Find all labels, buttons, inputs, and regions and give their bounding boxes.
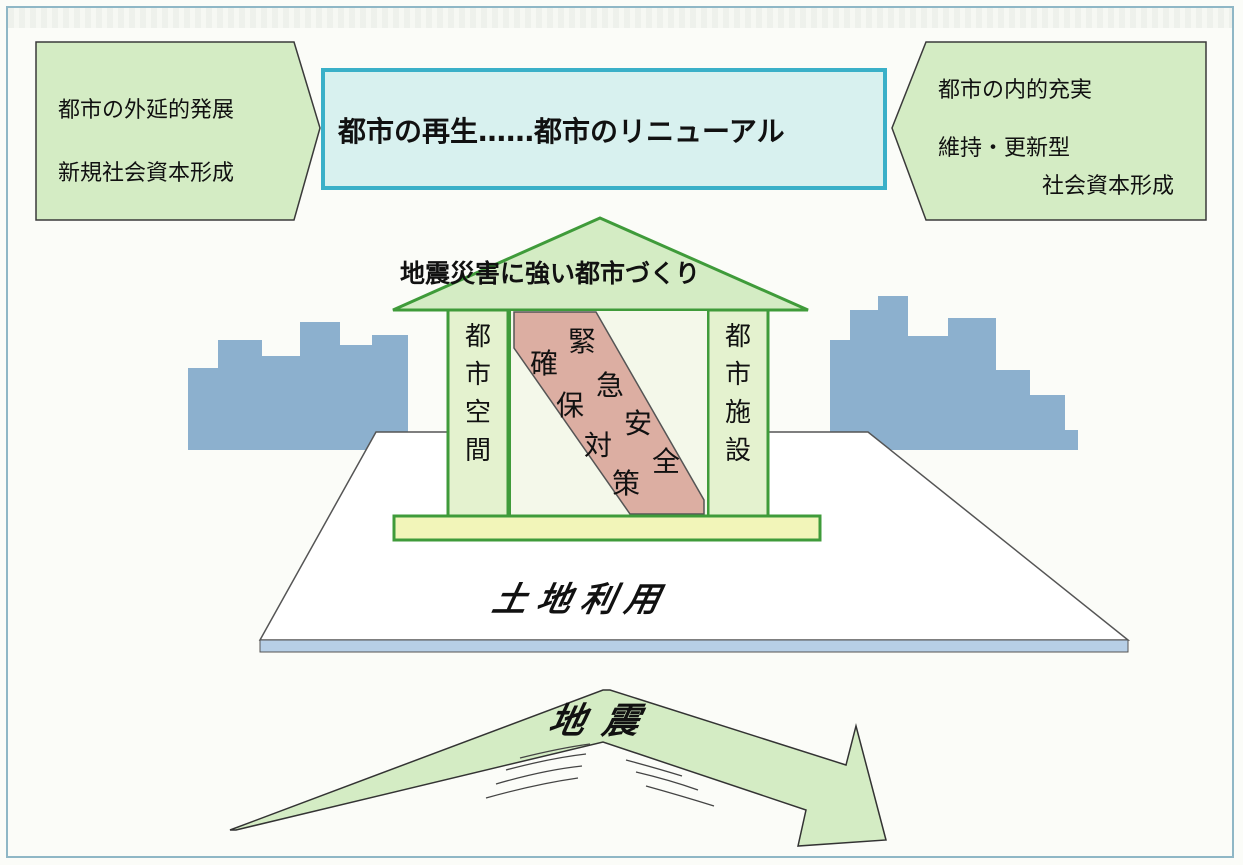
land-use-label: 土地利用 bbox=[489, 580, 674, 620]
top-scan-strip bbox=[8, 8, 1232, 28]
earthquake-label: 地震 bbox=[544, 701, 662, 742]
right-pillar-label: 都 市 施 設 bbox=[712, 318, 764, 470]
right-pillar-char: 市 bbox=[724, 360, 751, 390]
right-box-line2: 維持・更新型 bbox=[938, 136, 1071, 161]
band-char: 対 bbox=[584, 429, 613, 462]
center-box bbox=[321, 68, 887, 190]
left-box-line1: 都市の外延的発展 bbox=[58, 98, 235, 123]
right-box-line1: 都市の内的充実 bbox=[938, 78, 1093, 103]
diagonal-band bbox=[513, 311, 705, 515]
land-use-platform-edge bbox=[259, 639, 1129, 653]
band-char: 急 bbox=[596, 369, 625, 402]
left-pillar-char: 空 bbox=[464, 398, 491, 428]
left-pillar bbox=[446, 308, 510, 518]
band-char: 確 bbox=[530, 347, 559, 380]
left-pillar-char: 間 bbox=[464, 436, 491, 466]
earthquake-arrow bbox=[229, 689, 887, 847]
right-pillar-char: 施 bbox=[724, 398, 751, 428]
band-char: 策 bbox=[612, 467, 641, 500]
right-pillar bbox=[706, 308, 770, 518]
center-box-text: 都市の再生……都市のリニューアル bbox=[338, 115, 785, 148]
right-outer-box bbox=[891, 41, 1207, 221]
left-pillar-char: 都 bbox=[464, 322, 491, 352]
band-char: 緊 bbox=[568, 325, 597, 358]
band-char: 安 bbox=[624, 407, 653, 440]
left-outer-box bbox=[35, 41, 321, 221]
left-box-line2: 新規社会資本形成 bbox=[58, 161, 235, 186]
band-char: 保 bbox=[556, 389, 585, 422]
right-pillar-char: 設 bbox=[724, 436, 751, 466]
building-base bbox=[392, 514, 822, 542]
right-box-line3: 社会資本形成 bbox=[1042, 174, 1175, 199]
city-skyline bbox=[188, 296, 1078, 450]
right-pillar-char: 都 bbox=[724, 322, 751, 352]
band-char: 全 bbox=[652, 445, 681, 478]
figure-frame bbox=[6, 6, 1234, 858]
left-pillar-label: 都 市 空 間 bbox=[452, 318, 504, 470]
roof-label: 地震災害に強い都市づくり bbox=[400, 259, 701, 288]
ground-crack-lines bbox=[485, 743, 715, 807]
left-pillar-char: 市 bbox=[464, 360, 491, 390]
